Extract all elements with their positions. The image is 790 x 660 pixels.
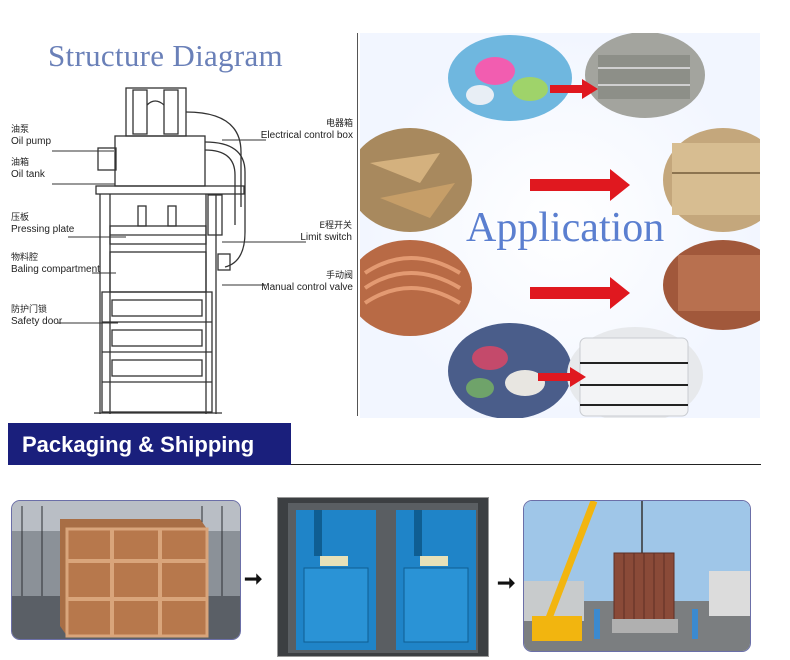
label-baling-compartment: 物料腔 Baling compartment [11, 252, 100, 276]
packaging-header-bar [8, 423, 291, 465]
photo-crane-container [523, 500, 751, 652]
label-zh: 油泵 [11, 125, 30, 135]
label-manual-control-valve: 手动阀 Manual control valve [261, 270, 353, 294]
photo-container-loading [277, 497, 489, 657]
label-safety-door: 防护门锁 Safety door [11, 304, 62, 328]
header-rule [291, 464, 761, 465]
arrow-right-icon [530, 169, 630, 201]
red-arrows [530, 79, 630, 387]
baler-line-drawing [52, 87, 306, 414]
arrow-right-icon [530, 277, 630, 309]
diagram-title: Structure Diagram [48, 38, 283, 73]
blue-baler-right [396, 510, 476, 650]
label-zh: 手动阀 [325, 271, 353, 281]
label-limit-switch: E程开关 Limit switch [300, 220, 352, 244]
label-electrical-control-box: 电器箱 Electrical control box [261, 118, 353, 142]
clothes-image [448, 323, 572, 418]
label-en: Limit switch [300, 232, 352, 243]
application-illustration [360, 33, 760, 418]
arrow-right-icon [550, 79, 598, 99]
blue-baler-left [296, 510, 376, 650]
structure-diagram [8, 30, 356, 416]
photo-wooden-crate [11, 500, 241, 640]
label-zh: E程开关 [319, 221, 352, 231]
arrow-right-icon: ➞ [497, 570, 516, 595]
label-en: Electrical control box [260, 130, 353, 141]
label-oil-pump: 油泵 Oil pump [11, 124, 51, 148]
label-en: Oil pump [11, 136, 52, 147]
label-en: Safety door [11, 316, 63, 327]
packaging-title: Packaging & Shipping [22, 432, 255, 457]
label-zh: 油箱 [11, 158, 30, 168]
arrow-right-icon [538, 367, 586, 387]
label-en: Manual control valve [261, 282, 353, 293]
label-en: Oil tank [11, 169, 45, 180]
application-title: Application [466, 205, 665, 251]
label-oil-tank: 油箱 Oil tank [11, 157, 45, 181]
label-pressing-plate: 压板 Pressing plate [11, 212, 74, 236]
label-en: Pressing plate [11, 224, 75, 235]
application-panel [360, 33, 760, 418]
label-zh: 压板 [11, 213, 30, 223]
label-zh: 防护门锁 [11, 305, 48, 315]
label-zh: 物料腔 [11, 253, 39, 263]
panel-divider [357, 33, 358, 416]
label-en: Baling compartment [11, 264, 100, 275]
label-zh: 电器箱 [325, 119, 353, 129]
arrow-right-icon: ➞ [244, 566, 263, 591]
